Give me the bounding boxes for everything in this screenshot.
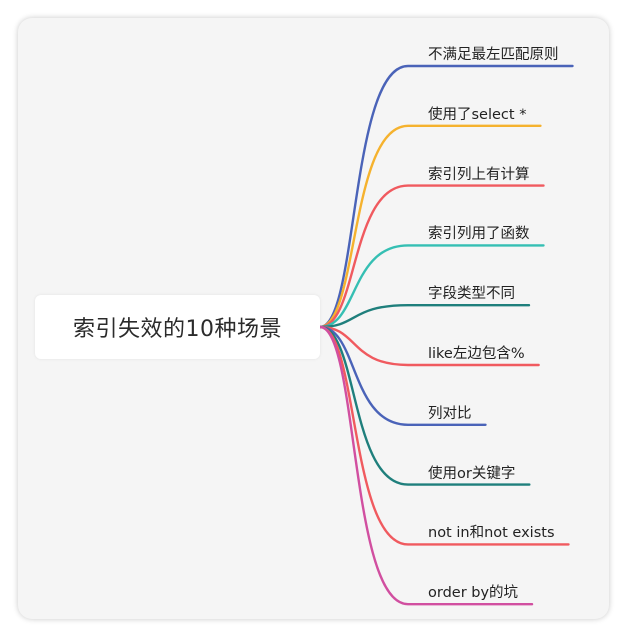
branch-node[interactable]: 字段类型不同 — [428, 286, 515, 303]
branch-connector — [318, 64, 574, 329]
branch-connector — [318, 325, 531, 486]
branch-node[interactable]: 使用or关键字 — [428, 465, 516, 482]
branch-node[interactable]: not in和not exists — [428, 525, 555, 542]
branch-node[interactable]: like左边包含% — [428, 346, 525, 362]
branch-node[interactable]: 列对比 — [428, 405, 472, 422]
branch-node[interactable]: 索引列用了函数 — [428, 226, 530, 243]
branch-connector — [318, 244, 545, 329]
branch-connector — [318, 184, 545, 329]
mindmap-canvas: 索引失效的10种场景 不满足最左匹配原则 使用了select * 索引列上有计算… — [18, 18, 609, 619]
root-node[interactable]: 索引失效的10种场景 — [35, 295, 320, 359]
branch-node[interactable]: 索引列上有计算 — [428, 166, 530, 183]
branch-connectors — [318, 64, 574, 606]
branch-connector — [318, 124, 542, 329]
branch-node[interactable]: order by的坑 — [428, 585, 519, 602]
branch-connector — [318, 304, 531, 329]
branch-node[interactable]: 不满足最左匹配原则 — [428, 47, 559, 63]
branch-connector — [318, 325, 540, 367]
branch-connector — [318, 325, 487, 426]
branch-connector — [318, 325, 534, 606]
branch-node[interactable]: 使用了select * — [428, 106, 527, 123]
root-node-label: 索引失效的10种场景 — [73, 317, 282, 342]
